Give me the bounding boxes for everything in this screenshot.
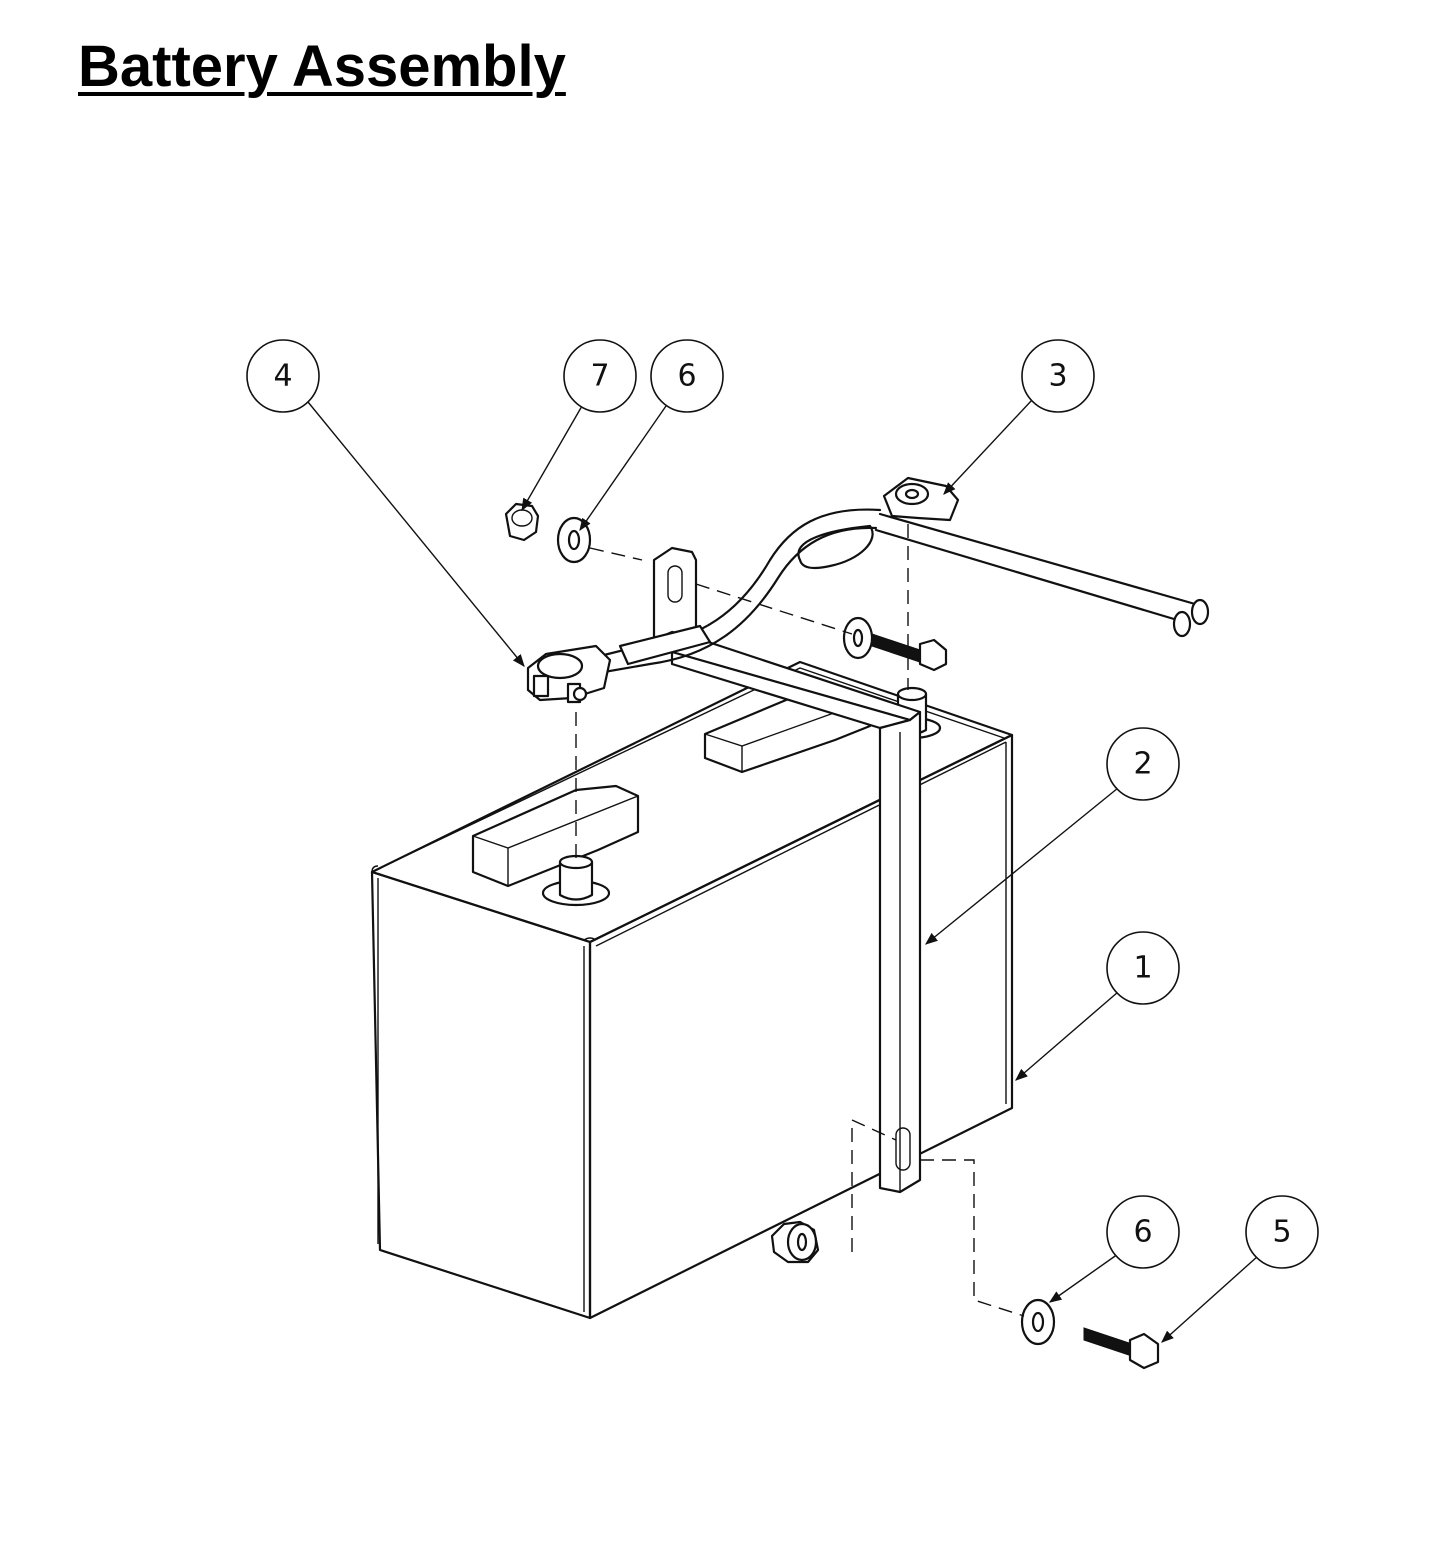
callout-2-label: 2 — [1133, 747, 1152, 782]
callout-3: 3 — [1021, 339, 1095, 413]
callout-7: 7 — [563, 339, 637, 413]
callout-5-label: 5 — [1272, 1215, 1291, 1250]
callout-4: 4 — [246, 339, 320, 413]
callout-2: 2 — [1106, 727, 1180, 801]
battery-cable-negative — [526, 508, 882, 704]
callout-6-bottom: 6 — [1106, 1195, 1180, 1269]
hold-down-bracket — [652, 546, 922, 1194]
callout-3-label: 3 — [1048, 359, 1067, 394]
assembly-lines — [575, 524, 1025, 1317]
hex-bolt-bottom — [1083, 1327, 1160, 1370]
vent-cap-front — [471, 784, 640, 888]
washer-top — [556, 516, 592, 564]
hex-nut-bottom — [770, 1220, 820, 1264]
terminal-post-front — [541, 854, 611, 907]
callout-6-top: 6 — [650, 339, 724, 413]
callout-6-bottom-label: 6 — [1133, 1215, 1152, 1250]
callout-6-top-label: 6 — [677, 359, 696, 394]
callout-1: 1 — [1106, 931, 1180, 1005]
callout-leaders — [307, 399, 1259, 1343]
battery — [370, 660, 1014, 1320]
bracket-bolt-top — [842, 616, 948, 672]
callout-1-label: 1 — [1133, 951, 1152, 986]
callout-5: 5 — [1245, 1195, 1319, 1269]
callout-4-label: 4 — [273, 359, 292, 394]
hex-nut-top — [504, 502, 540, 542]
battery-cable-positive — [874, 476, 1210, 638]
callout-7-label: 7 — [590, 359, 609, 394]
washer-bottom — [1020, 1298, 1056, 1346]
page-title: Battery Assembly — [78, 34, 566, 99]
